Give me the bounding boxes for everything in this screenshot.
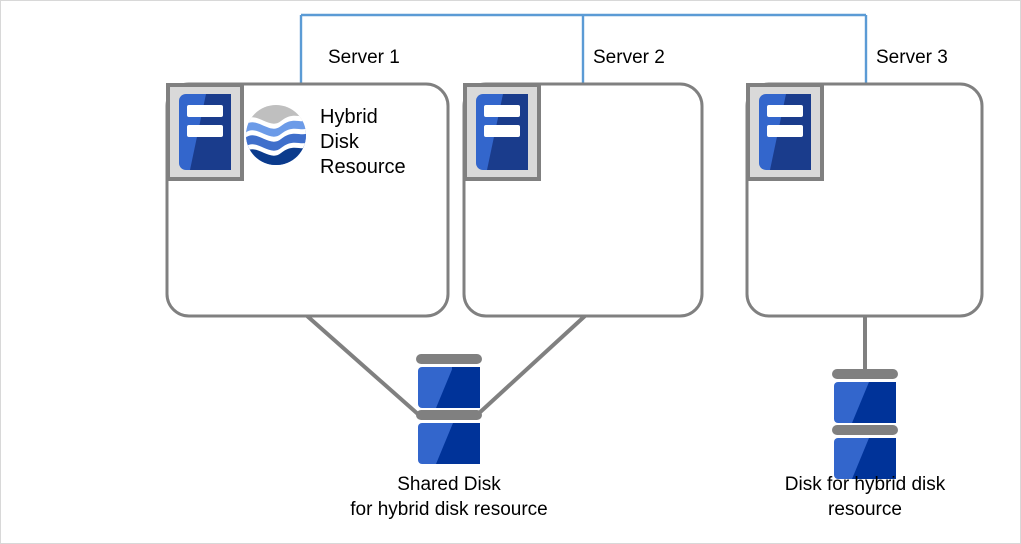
disk-connector-lines bbox=[304, 313, 867, 417]
hybrid-disk-resource-globe-icon bbox=[246, 105, 306, 165]
server-label-2: Server 2 bbox=[593, 47, 665, 68]
server-label-1: Server 1 bbox=[328, 47, 400, 68]
interconnect-network-line bbox=[299, 13, 868, 84]
server-icon-3 bbox=[746, 83, 824, 181]
server-label-3: Server 3 bbox=[876, 47, 948, 68]
shared-disk-caption-line2: for hybrid disk resource bbox=[350, 499, 548, 520]
hybrid-disk-caption-line1: Disk for hybrid disk bbox=[784, 474, 946, 495]
server-icon-1 bbox=[166, 83, 244, 181]
server-icon-2 bbox=[463, 83, 541, 181]
shared-disk-icon bbox=[416, 354, 482, 464]
hybrid-disk-resource-label-line3: Resource bbox=[320, 156, 406, 178]
hybrid-disk-icon bbox=[832, 369, 898, 479]
hybrid-disk-resource-label-line2: Disk bbox=[320, 131, 359, 153]
hybrid-disk-caption-line2: resource bbox=[828, 499, 902, 520]
hybrid-disk-resource-label-line1: Hybrid bbox=[320, 106, 378, 128]
shared-disk-caption-line1: Shared Disk bbox=[397, 474, 501, 495]
